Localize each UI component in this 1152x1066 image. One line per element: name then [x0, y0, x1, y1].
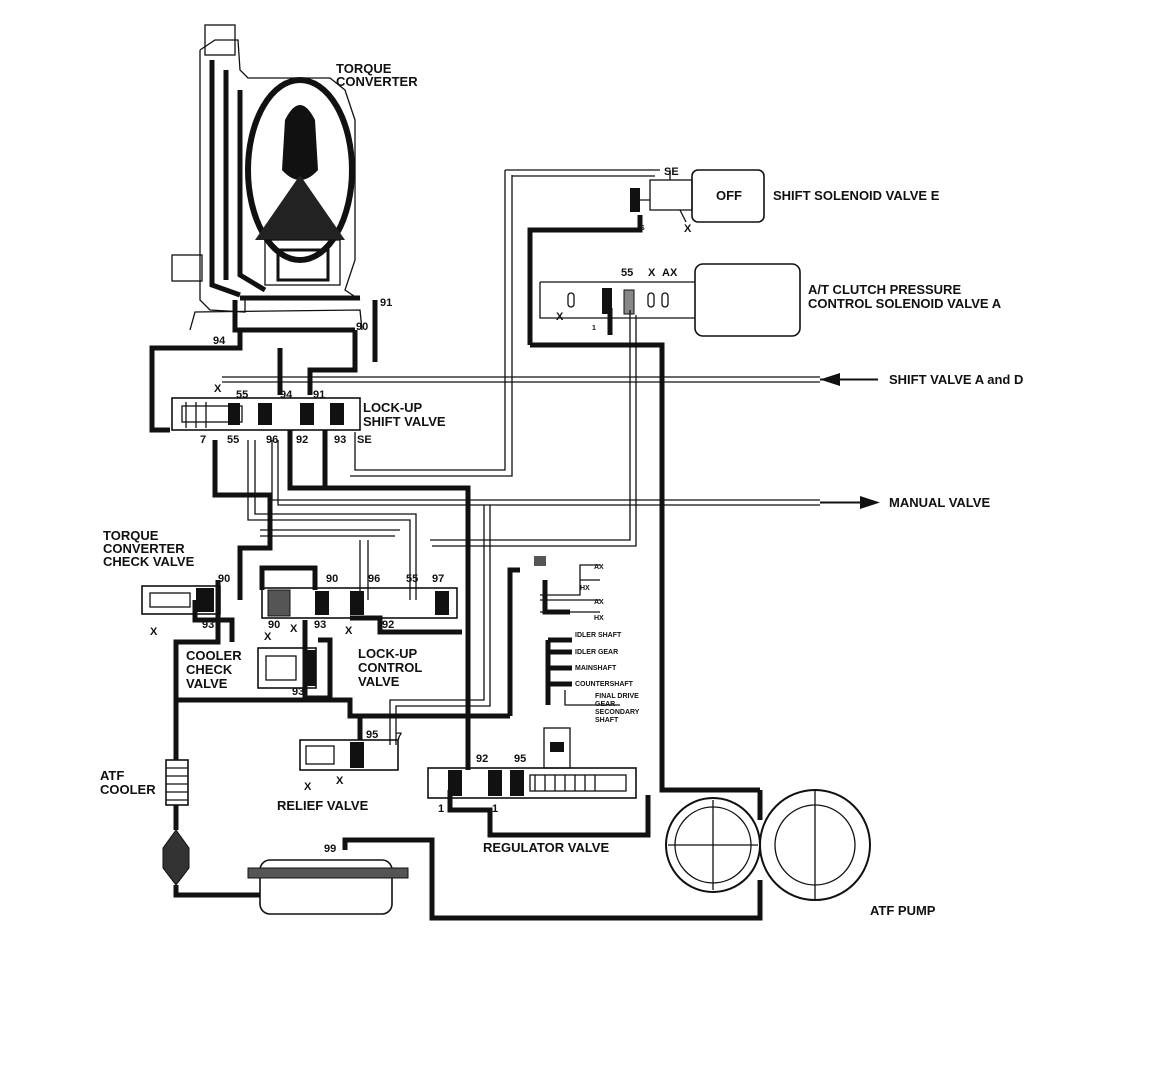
lube-mainshaft: MAINSHAFT: [575, 665, 617, 672]
thick-hydraulic-lines: [149, 215, 763, 921]
port-93-lsv: 93: [334, 434, 346, 446]
port-90b-lcv: 90: [268, 619, 280, 631]
port-x-sol-e: X: [684, 223, 692, 235]
clutch-solenoid-label-1: A/T CLUTCH PRESSURE: [808, 282, 961, 297]
port-94-tc: 94: [213, 335, 226, 347]
port-94-lsv: 94: [280, 389, 293, 401]
shift-solenoid-e-label: SHIFT SOLENOID VALVE E: [773, 188, 940, 203]
port-90-tccv: 90: [218, 573, 230, 585]
manual-valve-ref-label: MANUAL VALVE: [889, 495, 990, 510]
port-99: 99: [324, 843, 336, 855]
tc-check-label-3: CHECK VALVE: [103, 554, 195, 569]
atf-cooler-label-1: ATF: [100, 768, 124, 783]
atf-cooler-label-2: COOLER: [100, 782, 156, 797]
port-x-lsv: X: [214, 383, 222, 395]
port-1b-reg: 1: [492, 803, 498, 815]
port-93-ccv: 93: [292, 686, 304, 698]
port-91-lsv: 91: [313, 389, 325, 401]
atf-strainer: 99: [247, 843, 409, 915]
port-93-lcv: 93: [314, 619, 326, 631]
port-95-reg: 95: [514, 753, 526, 765]
tc-check-valve: TORQUE CONVERTER CHECK VALVE 90 93 X: [103, 528, 230, 638]
port-96-lcv: 96: [368, 573, 380, 585]
port-se-lsv: SE: [357, 434, 372, 446]
cooler-check-valve: COOLER CHECK VALVE X 93: [186, 631, 317, 698]
port-97-lcv: 97: [432, 573, 444, 585]
tc-check-label-2: CONVERTER: [103, 541, 185, 556]
lube-ax-2: AX: [594, 599, 604, 606]
cooler-check-label-2: CHECK: [186, 662, 233, 677]
thin-hydraulic-lines: [222, 169, 820, 745]
port-1-sol-a: 1: [592, 325, 596, 332]
port-90-lcv: 90: [326, 573, 338, 585]
port-92-lcv: 92: [382, 619, 394, 631]
lube-hx-2: HX: [594, 615, 604, 622]
lockup-control-label-2: CONTROL: [358, 660, 422, 675]
port-95-rv: 95: [366, 729, 378, 741]
lockup-control-label-3: VALVE: [358, 674, 400, 689]
port-x-sol-a2: X: [556, 311, 564, 323]
lube-idler-shaft: IDLER SHAFT: [575, 632, 622, 639]
lockup-shift-label-1: LOCK-UP: [363, 400, 423, 415]
regulator-valve-label: REGULATOR VALVE: [483, 840, 609, 855]
shift-valve-ref-label: SHIFT VALVE A and D: [889, 372, 1023, 387]
port-x-rv: X: [304, 781, 312, 793]
tc-check-label-1: TORQUE: [103, 528, 159, 543]
relief-valve: RELIEF VALVE 95 7 X X: [277, 729, 402, 813]
regulator-valve: REGULATOR VALVE 92 95 1 1: [427, 727, 637, 855]
lube-distribution: AX HX AX HX IDLER SHAFT IDLER GEAR MAINS…: [534, 556, 640, 724]
lockup-shift-label-2: SHIFT VALVE: [363, 414, 446, 429]
port-55-lsv: 55: [236, 389, 248, 401]
atf-cooler: ATF COOLER: [100, 759, 190, 886]
port-7-rv: 7: [396, 731, 402, 743]
torque-converter: TORQUE CONVERTER: [171, 24, 418, 333]
port-7-lsv: 7: [200, 434, 206, 446]
lube-countershaft: COUNTERSHAFT: [575, 681, 634, 688]
lube-secondary-1: SECONDARY: [595, 709, 640, 716]
atf-pump: ATF PUMP: [665, 789, 936, 918]
port-ax-sol-a: AX: [662, 267, 678, 279]
solenoid-e-state: OFF: [716, 188, 742, 203]
port-x-tccv: X: [150, 626, 158, 638]
cooler-check-label-3: VALVE: [186, 676, 228, 691]
lockup-control-valve: LOCK-UP CONTROL VALVE 90 96 55 97 90 X 9…: [261, 573, 458, 689]
port-92-reg: 92: [476, 753, 488, 765]
cooler-check-label-1: COOLER: [186, 648, 242, 663]
port-1-reg: 1: [438, 803, 444, 815]
port-55-lcv: 55: [406, 573, 418, 585]
clutch-pressure-solenoid-a: A/T CLUTCH PRESSURE CONTROL SOLENOID VAL…: [539, 263, 1002, 337]
lube-secondary-2: SHAFT: [595, 717, 619, 724]
lockup-control-label-1: LOCK-UP: [358, 646, 418, 661]
port-93-tccv: 93: [202, 619, 214, 631]
port-x-ccv: X: [264, 631, 272, 643]
lube-ax-1: AX: [594, 564, 604, 571]
port-90-tc: 90: [356, 321, 368, 333]
lube-final-drive-1: FINAL DRIVE: [595, 693, 639, 700]
atf-pump-label: ATF PUMP: [870, 903, 936, 918]
port-x-lcv: X: [290, 623, 298, 635]
port-92-lsv: 92: [296, 434, 308, 446]
lube-idler-gear: IDLER GEAR: [575, 649, 618, 656]
port-55-sol-a: 55: [621, 267, 633, 279]
torque-converter-label: TORQUE CONVERTER: [336, 61, 418, 89]
lockup-shift-valve: LOCK-UP SHIFT VALVE 55 94 91 X 7 55 96 9…: [171, 297, 446, 446]
port-se-top: SE: [664, 166, 679, 178]
port-x2-lcv: X: [345, 625, 353, 637]
port-x-sol-a: X: [648, 267, 656, 279]
port-96-lsv: 96: [266, 434, 278, 446]
shift-solenoid-valve-e: OFF SHIFT SOLENOID VALVE E SE X S: [630, 166, 940, 235]
port-x2-rv: X: [336, 775, 344, 787]
port-91-tc: 91: [380, 297, 392, 309]
clutch-solenoid-label-2: CONTROL SOLENOID VALVE A: [808, 296, 1002, 311]
relief-valve-label: RELIEF VALVE: [277, 798, 369, 813]
lube-final-drive-2: GEAR: [595, 701, 615, 708]
direction-arrows: SHIFT VALVE A and D MANUAL VALVE: [820, 372, 1023, 510]
port-55b-lsv: 55: [227, 434, 239, 446]
lube-hx-1: HX: [580, 585, 590, 592]
